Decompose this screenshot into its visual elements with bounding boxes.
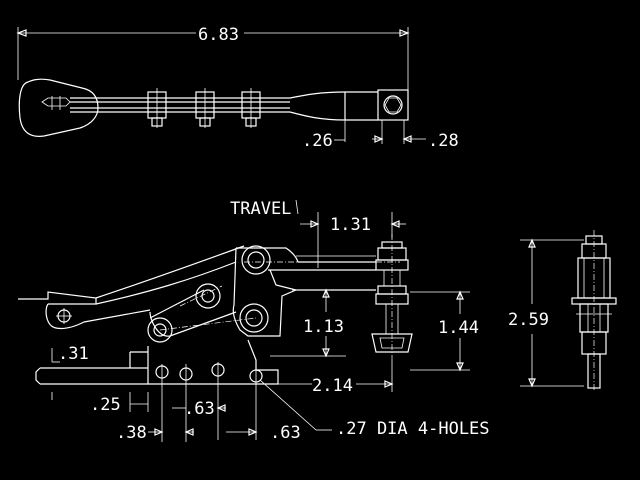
top-view: 6.83 xyxy=(16,25,459,151)
spindle-width-label: .28 xyxy=(428,131,459,151)
hole-edge-offset-label: .25 xyxy=(90,395,121,415)
spindle-offset-label: .26 xyxy=(302,131,333,151)
hole-note-label: .27 DIA 4-HOLES xyxy=(336,419,490,439)
base-plate xyxy=(147,339,279,385)
rivet-1 xyxy=(147,88,167,128)
hole-pitch-right-label: .63 xyxy=(270,423,301,443)
side-view: TRAVEL 1.31 1.13 1.44 2.14 .31 xyxy=(18,199,490,443)
spindle-assembly xyxy=(371,234,413,360)
base-thickness-label: .31 xyxy=(58,344,89,364)
overall-length-label: 6.83 xyxy=(198,25,239,45)
hole-pitch-left-label: .63 xyxy=(184,399,215,419)
end-view: 2.59 xyxy=(508,230,617,392)
pivot-height-label: 1.13 xyxy=(303,317,344,337)
hole-start-label: .38 xyxy=(116,423,147,443)
overall-height-label: 2.59 xyxy=(508,310,549,330)
base-length-label: 2.14 xyxy=(312,376,353,396)
spindle-height-label: 1.44 xyxy=(438,318,479,338)
rivet-3 xyxy=(241,88,261,128)
handle-pad-top xyxy=(18,78,99,137)
rivet-2 xyxy=(195,88,215,128)
travel-label-value: 1.31 xyxy=(330,215,371,235)
spindle-block-top xyxy=(377,89,409,121)
travel-label: TRAVEL xyxy=(230,199,291,219)
